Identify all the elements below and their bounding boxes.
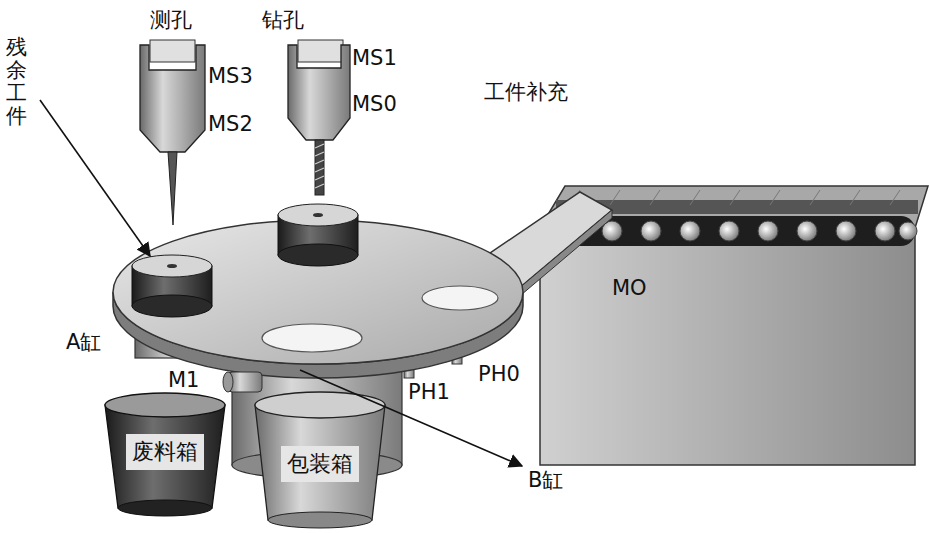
bin-label-box: 废料箱 [126,434,204,470]
bin-label-box: 包装箱 [281,446,359,482]
signal-name: MS3 [208,64,253,88]
tool-label: 钻孔 [262,8,304,32]
tool-label: 测孔 [150,8,192,32]
signal-name: M1 [168,368,199,392]
part-label: 残余工件 [6,36,27,128]
bin-label: 废料箱 [132,437,198,467]
signal-name: MS1 [352,46,397,70]
signal-name: MS2 [208,112,253,136]
signal-name: PH1 [408,380,450,404]
signal-name: MS0 [352,92,397,116]
part-label: B缸 [528,468,563,492]
part-label: 工件补充 [484,80,568,104]
signal-name: MO [612,276,647,300]
part-label: A缸 [66,330,101,354]
bin-label: 包装箱 [287,449,353,479]
signal-name: PH0 [478,362,520,386]
